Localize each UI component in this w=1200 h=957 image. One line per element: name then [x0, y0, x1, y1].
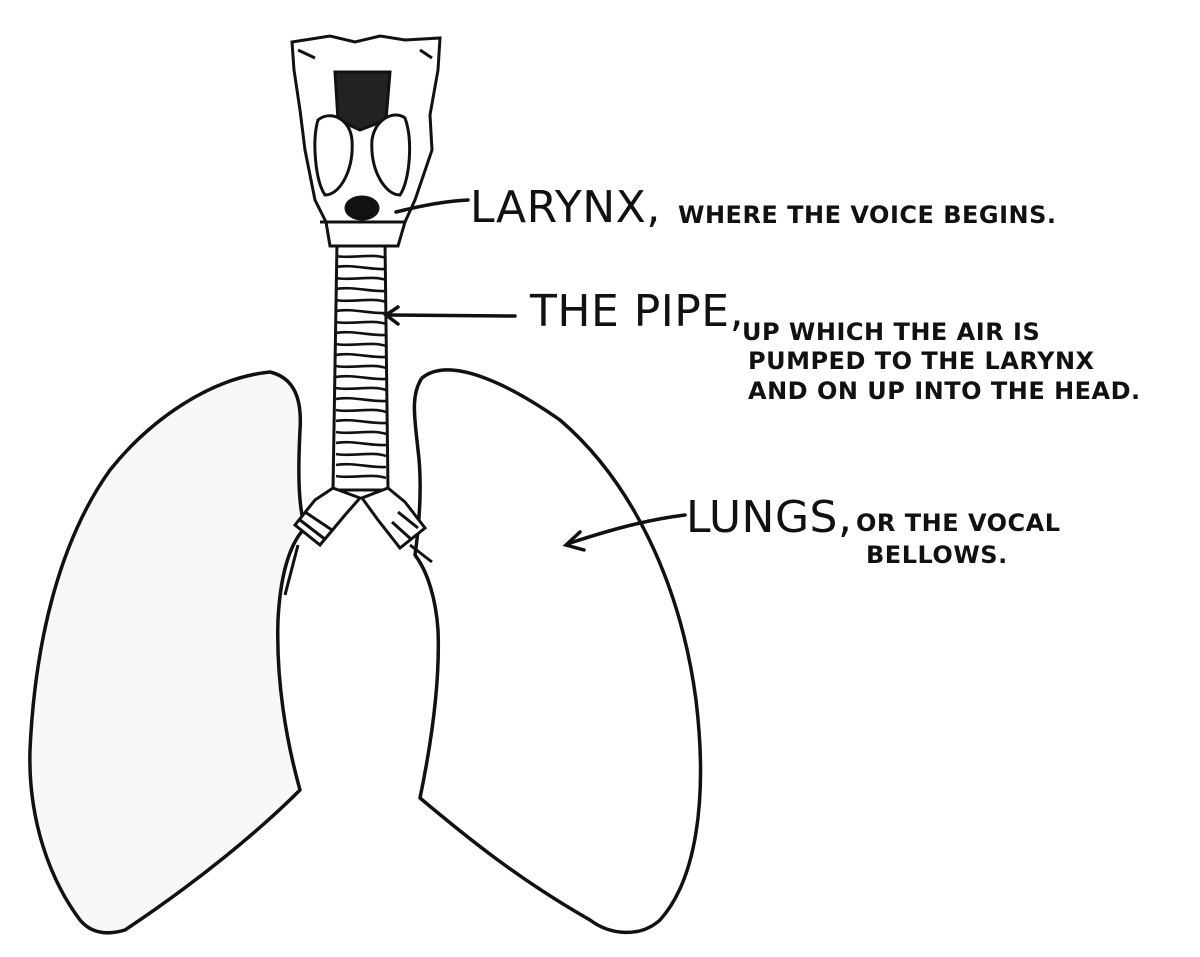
lungs-title: LUNGS, [686, 492, 853, 543]
larynx-pointer [394, 198, 470, 214]
trachea-ring [335, 254, 387, 260]
trachea-ring [335, 408, 387, 414]
bronchi [283, 486, 433, 596]
trachea-ring [335, 342, 387, 348]
pipe-description-line-3: AND ON UP INTO THE HEAD. [748, 377, 1141, 405]
larynx [290, 34, 442, 248]
trachea-ring [335, 386, 387, 392]
trachea-ring [335, 418, 387, 425]
trachea-ring [335, 474, 387, 480]
larynx-description: WHERE THE VOICE BEGINS. [678, 201, 1057, 229]
lungs-description-line-1: OR THE VOCAL [856, 509, 1061, 537]
pipe-pointer [388, 313, 517, 318]
trachea-ring [335, 440, 387, 447]
trachea-ring [335, 264, 387, 271]
pipe-title: THE PIPE, [530, 286, 745, 337]
trachea-ring [335, 396, 387, 403]
trachea-ring [335, 352, 387, 359]
pointer-lines [382, 198, 687, 552]
lungs-arrow-head [562, 530, 586, 552]
right-lung [412, 368, 703, 935]
trachea [331, 240, 390, 492]
trachea-ring [335, 276, 387, 282]
trachea-ring [335, 364, 387, 370]
trachea-ring [335, 452, 387, 458]
lungs-description-line-2: BELLOWS. [866, 541, 1008, 569]
trachea-ring [335, 320, 387, 326]
trachea-ring [335, 462, 387, 469]
trachea-ring [335, 298, 387, 304]
larynx-title: LARYNX, [470, 182, 661, 233]
lungs-pointer [568, 513, 687, 545]
trachea-ring [335, 330, 387, 337]
trachea-ring [335, 374, 387, 381]
pipe-description-line-1: UP WHICH THE AIR IS [742, 318, 1041, 346]
trachea-ring [335, 286, 387, 293]
pipe-arrow-head [382, 305, 400, 326]
trachea-ring [335, 308, 387, 315]
pipe-description-line-2: PUMPED TO THE LARYNX [748, 347, 1095, 375]
trachea-ring [335, 430, 387, 436]
left-lung [28, 370, 307, 935]
